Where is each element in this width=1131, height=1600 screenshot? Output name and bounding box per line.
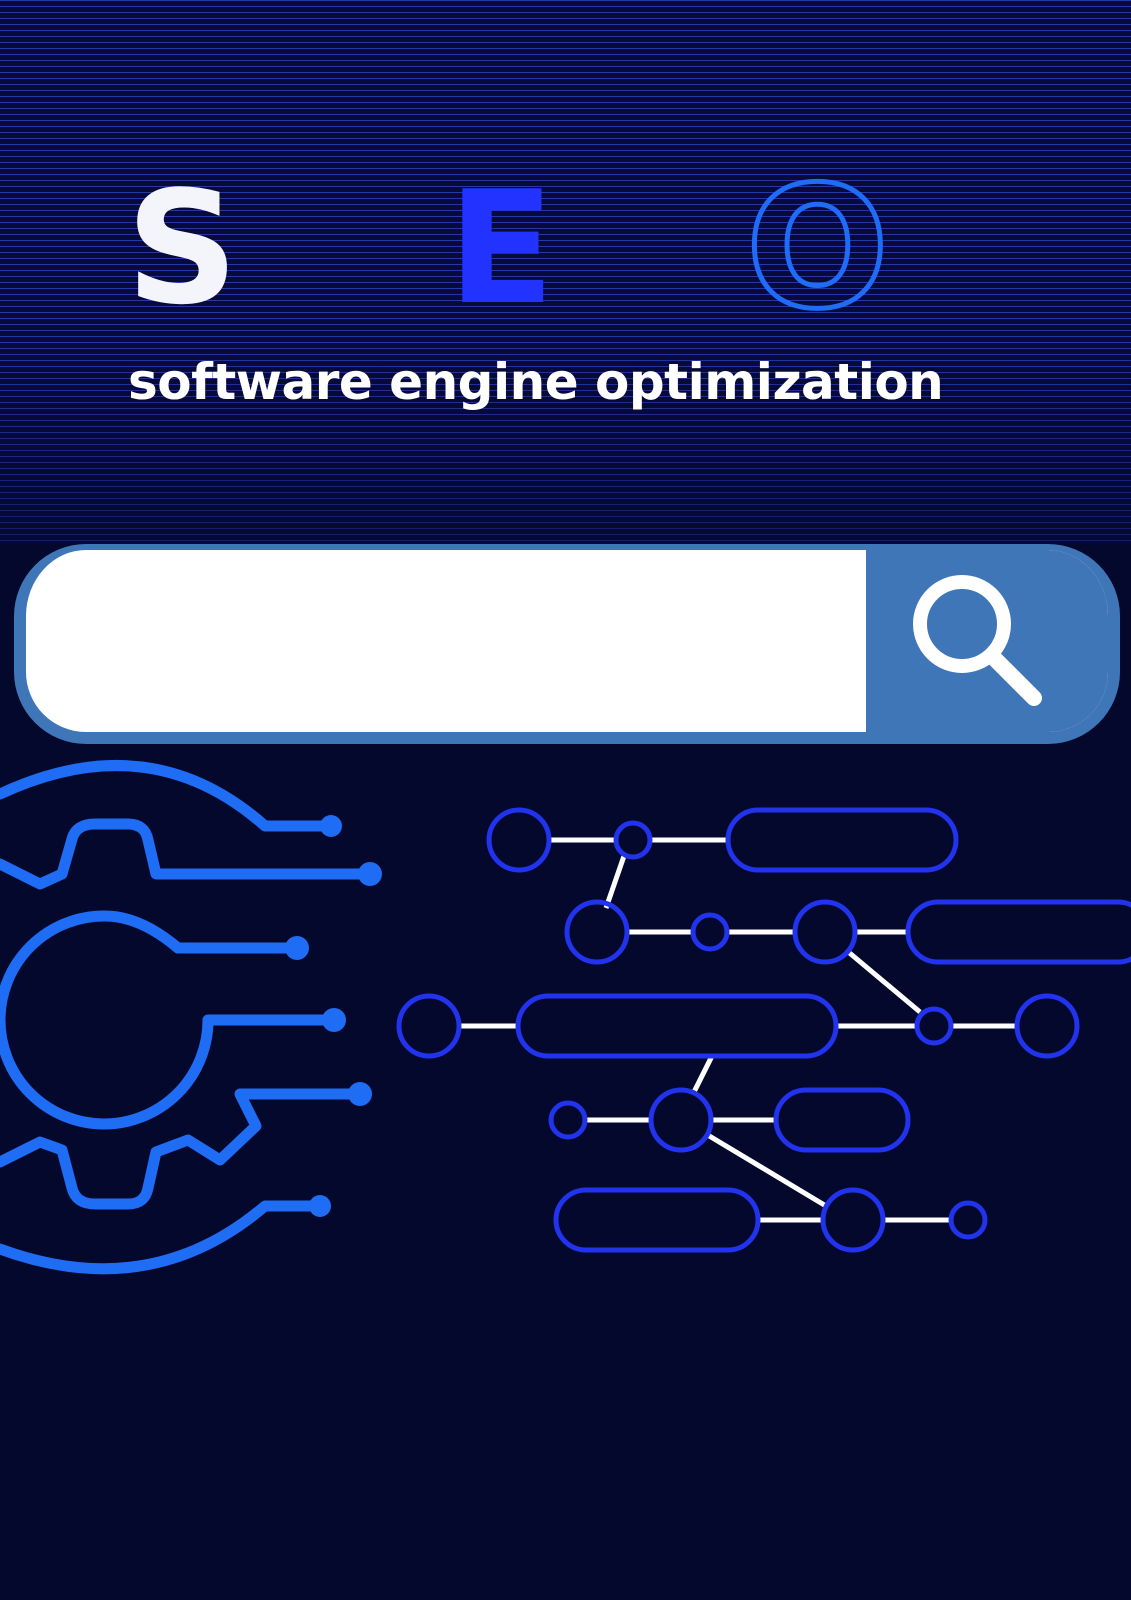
gear-circuit-icon <box>0 760 382 1275</box>
search-button[interactable] <box>866 550 1108 732</box>
letter-e: E <box>448 157 555 339</box>
search-input[interactable] <box>26 550 886 732</box>
magnifier-icon <box>913 575 1042 706</box>
network-diagram-icon <box>396 807 1131 1253</box>
hero-banner: S E O software engine optimization <box>0 0 1131 544</box>
letter-o: O <box>744 150 892 346</box>
subtitle: software engine optimization <box>128 353 944 411</box>
letter-s: S <box>126 157 239 339</box>
search-bar <box>14 544 1120 744</box>
